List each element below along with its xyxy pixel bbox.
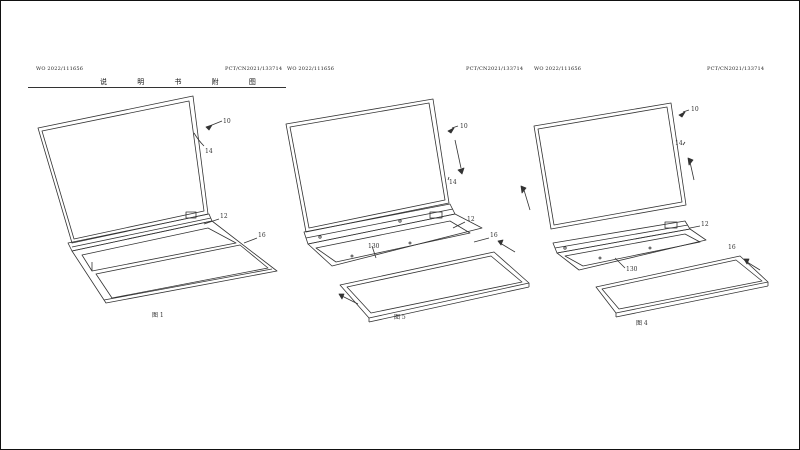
fig4-label-12: 12 xyxy=(701,221,709,228)
page1-header-right: PCT/CN2021/133714 xyxy=(225,66,283,72)
fig1-leader-10 xyxy=(212,121,222,125)
fig1-label-12: 12 xyxy=(220,213,228,220)
fig4-base xyxy=(557,229,706,270)
fig1-leader-12 xyxy=(204,219,219,224)
fig4-label-130: 130 xyxy=(626,266,638,273)
fig1-base xyxy=(72,221,277,303)
fig5-laptop-drawing xyxy=(286,99,529,322)
fig5-base xyxy=(308,214,482,266)
fig5-caption: 图 5 xyxy=(394,314,406,321)
fig1-leader-16 xyxy=(244,238,257,243)
fig5-keyboard xyxy=(340,252,529,318)
fig4-laptop-drawing xyxy=(521,103,768,317)
page2-header-left: WO 2022/111656 xyxy=(287,66,335,72)
fig5-label-10: 10 xyxy=(460,123,468,130)
fig5-screen-outer xyxy=(286,99,449,232)
fig4-label-16: 16 xyxy=(728,244,736,251)
fig4-screen-outer xyxy=(534,103,686,229)
fig5-arrow-left xyxy=(342,296,358,304)
page3-header-left: WO 2022/111656 xyxy=(534,66,582,72)
fig1-label-16: 16 xyxy=(258,232,266,239)
fig4-label-14: 14 xyxy=(675,140,683,147)
fig4-arrow-screen-right xyxy=(690,162,694,180)
fig5-arrow-right xyxy=(500,243,515,252)
fig1-keyboard-panel xyxy=(82,228,236,271)
page2-header-right: PCT/CN2021/133714 xyxy=(466,66,524,72)
page1-header-left: WO 2022/111656 xyxy=(36,66,84,72)
fig5-arrow-screen xyxy=(455,140,461,168)
fig5-screen-inner xyxy=(290,103,445,228)
fig4-caption: 图 4 xyxy=(636,320,648,327)
fig4-screen-inner xyxy=(538,107,682,225)
page1-title-rule xyxy=(28,87,286,88)
fig1-arrow-10 xyxy=(206,125,212,130)
fig1-laptop-drawing xyxy=(38,96,277,303)
fig1-touch-panel xyxy=(96,245,268,298)
fig1-label-10: 10 xyxy=(223,118,231,125)
page1-title: 说 明 书 附 图 xyxy=(100,78,270,86)
fig1-caption: 图 1 xyxy=(152,312,164,319)
fig1-screen-inner xyxy=(42,101,204,239)
fig5-label-130: 130 xyxy=(368,243,380,250)
fig5-label-16: 16 xyxy=(490,232,498,239)
fig5-label-14: 14 xyxy=(449,179,457,186)
fig1-label-14: 14 xyxy=(205,148,213,155)
fig1-leader-14 xyxy=(194,133,204,146)
fig4-arrow-keyboard xyxy=(747,262,760,270)
page3-header-right: PCT/CN2021/133714 xyxy=(707,66,765,72)
fig1-screen-outer xyxy=(38,96,208,243)
fig1-hinge-block xyxy=(186,212,196,218)
fig4-arrow-screen-left xyxy=(524,190,530,210)
fig5-label-12: 12 xyxy=(467,216,475,223)
fig4-label-10: 10 xyxy=(691,106,699,113)
